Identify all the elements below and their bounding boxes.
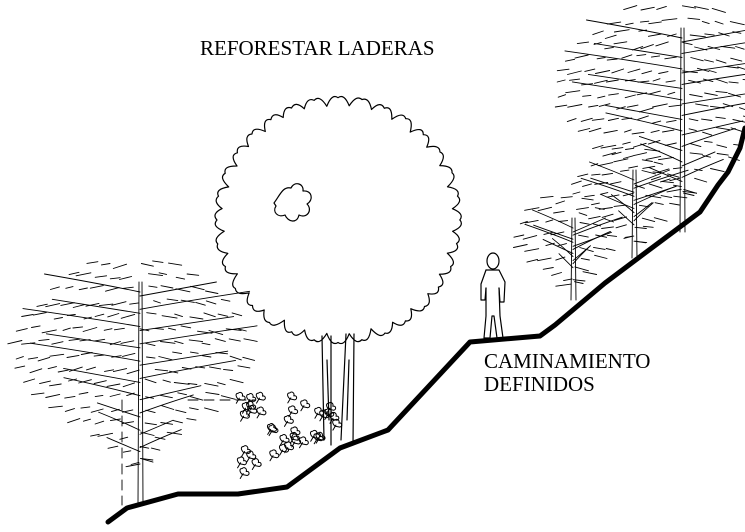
person-figure	[480, 252, 506, 339]
deciduous-tree-right-medium	[571, 147, 689, 259]
slope-ground-line	[105, 125, 745, 525]
drawing-title: REFORESTAR LADERAS	[200, 36, 435, 60]
groundcover-plants	[235, 391, 343, 479]
deciduous-tree-right-small	[513, 195, 623, 301]
canopy-detail-blob	[273, 183, 312, 222]
path-annotation-line2: DEFINIDOS	[484, 372, 595, 396]
deciduous-tree-left	[7, 260, 258, 506]
path-annotation-line1: CAMINAMIENTO	[484, 349, 651, 373]
round-tree-canopy	[214, 95, 462, 345]
deciduous-tree-right-large	[554, 5, 745, 233]
round-tree-trunk	[321, 333, 355, 446]
